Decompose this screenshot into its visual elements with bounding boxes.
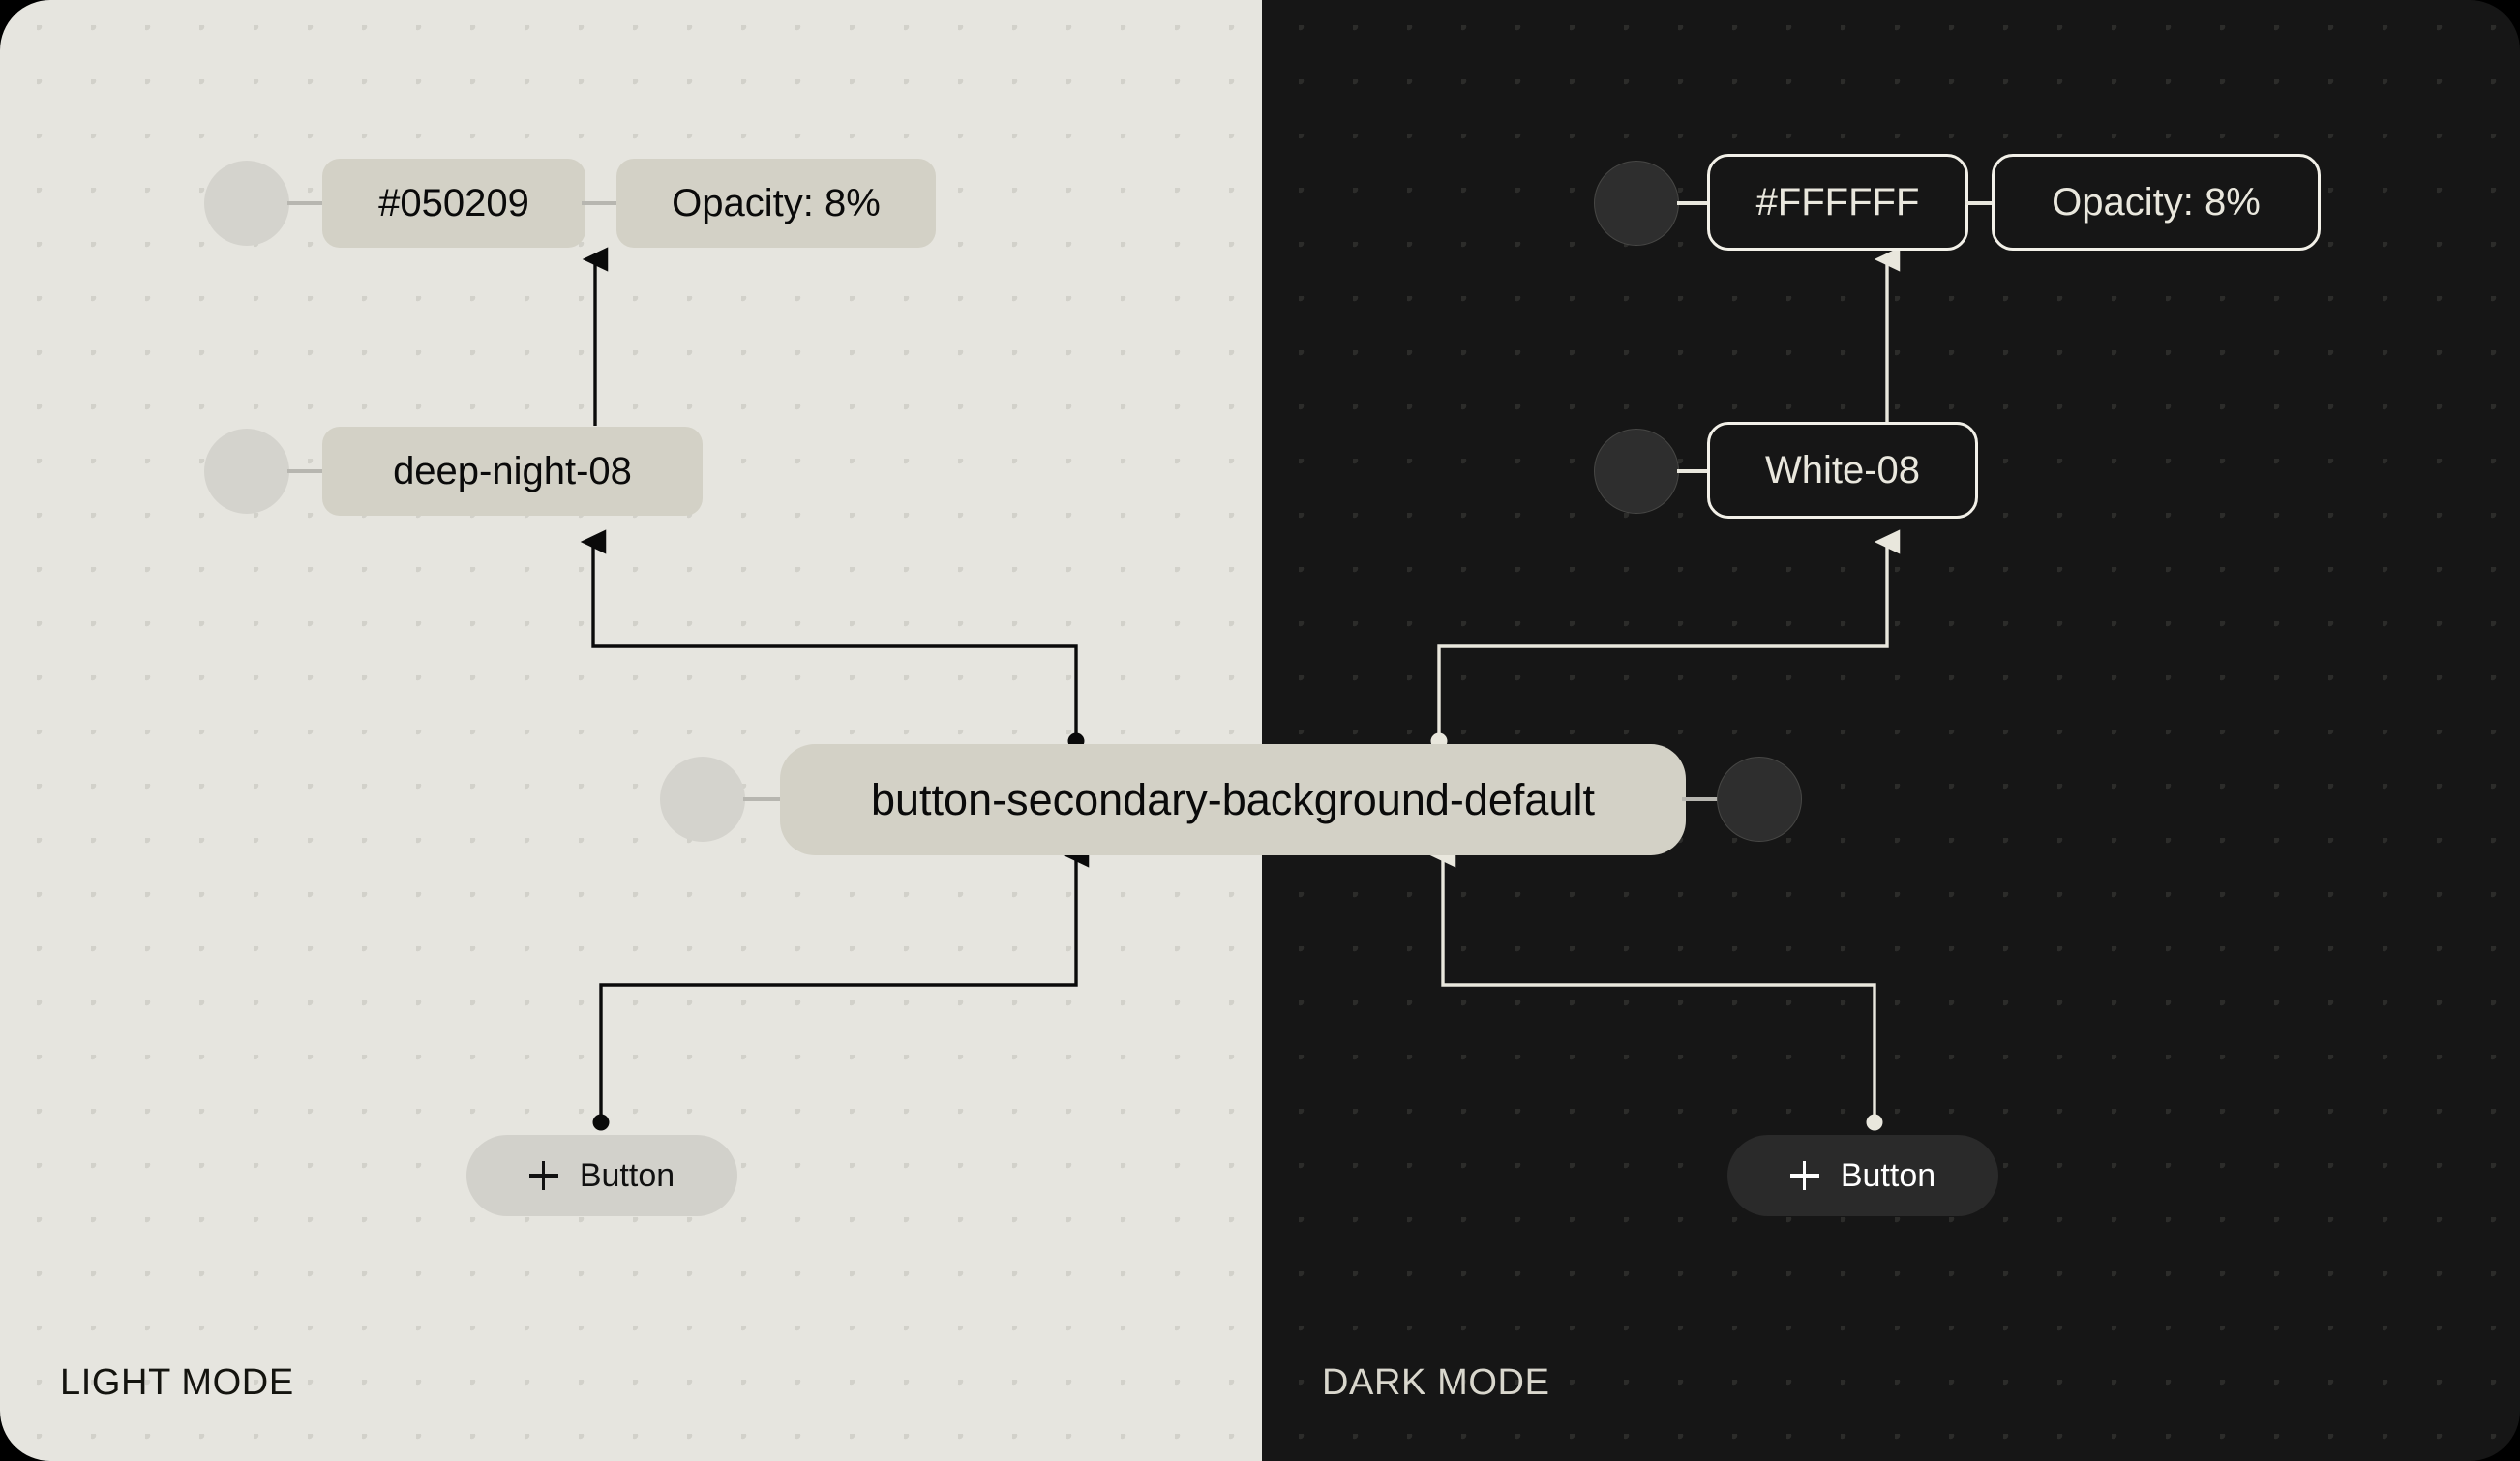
light-alias-swatch-stub	[287, 469, 326, 473]
dark-secondary-button[interactable]: Button	[1727, 1135, 1998, 1216]
light-alias-token-pill[interactable]: deep-night-08	[322, 427, 703, 516]
dark-alias-token-pill[interactable]: White-08	[1707, 422, 1978, 519]
dark-opacity-label: Opacity: 8%	[2052, 180, 2261, 224]
light-opacity-pill[interactable]: Opacity: 8%	[616, 159, 936, 248]
dark-opacity-stub	[1965, 201, 1995, 205]
light-opacity-label: Opacity: 8%	[672, 181, 881, 224]
shared-token-pill[interactable]: button-secondary-background-default	[780, 744, 1686, 855]
light-alias-color-swatch-icon	[204, 429, 289, 514]
light-opacity-stub	[582, 201, 620, 205]
plus-icon	[528, 1161, 558, 1190]
light-button-label: Button	[579, 1156, 675, 1194]
dark-mode-caption: DARK MODE	[1322, 1362, 1550, 1403]
dark-hex-token-label: #FFFFFF	[1755, 180, 1920, 224]
light-alias-token-label: deep-night-08	[393, 449, 632, 492]
dark-hex-color-swatch-icon	[1594, 161, 1679, 246]
shared-light-swatch-stub	[743, 797, 782, 801]
dark-button-label: Button	[1840, 1156, 1936, 1194]
plus-icon	[1789, 1161, 1819, 1190]
light-hex-token-label: #050209	[378, 181, 529, 224]
light-hex-token-pill[interactable]: #050209	[322, 159, 585, 248]
light-hex-swatch-stub	[287, 201, 326, 205]
dark-opacity-pill[interactable]: Opacity: 8%	[1992, 154, 2321, 251]
shared-token-label: button-secondary-background-default	[871, 774, 1595, 824]
dark-alias-swatch-stub	[1677, 469, 1710, 473]
light-hex-color-swatch-icon	[204, 161, 289, 246]
dark-alias-token-label: White-08	[1764, 448, 1921, 492]
shared-dark-swatch-stub	[1682, 797, 1721, 801]
light-mode-caption: LIGHT MODE	[60, 1362, 294, 1403]
dark-alias-color-swatch-icon	[1594, 429, 1679, 514]
dark-hex-swatch-stub	[1677, 201, 1710, 205]
light-secondary-button[interactable]: Button	[466, 1135, 737, 1216]
dark-hex-token-pill[interactable]: #FFFFFF	[1707, 154, 1968, 251]
shared-light-color-swatch-icon	[660, 757, 745, 842]
shared-dark-color-swatch-icon	[1717, 757, 1802, 842]
